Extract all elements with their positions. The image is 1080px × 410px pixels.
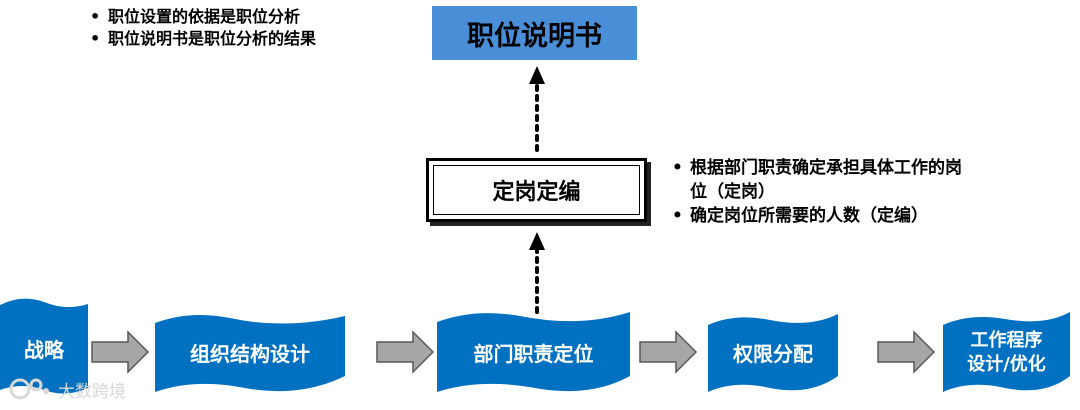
- flow-step-label: 组织结构设计: [190, 342, 310, 366]
- bullet-item: 确定岗位所需要的人数（定编）: [668, 204, 978, 228]
- flow-arrow-3: [639, 330, 698, 374]
- flow-step-line: 设计/优化: [967, 354, 1046, 375]
- side-bullet-list: 根据部门职责确定承担具体工作的岗位（定岗） 确定岗位所需要的人数（定编）: [668, 156, 978, 228]
- flow-arrow-4: [877, 330, 936, 374]
- flow-step-label: 部门职责定位: [473, 342, 594, 366]
- flow-step-label-multiline: 工作程序 设计/优化: [943, 322, 1070, 384]
- watermark: 大数跨境: [8, 376, 126, 402]
- flow-flag-workflow: [943, 312, 1070, 392]
- position-staffing-label: 定岗定编: [433, 165, 640, 215]
- position-staffing-box: 定岗定编: [426, 158, 647, 222]
- watermark-logo-icon: [9, 378, 49, 400]
- dotted-arrow-lower: [529, 232, 545, 314]
- flow-arrow-1: [91, 330, 150, 374]
- bullet-item: 职位设置的依据是职位分析: [86, 6, 316, 28]
- watermark-text: 大数跨境: [58, 381, 126, 402]
- flow-flag-dept-duty: [437, 312, 630, 392]
- flow-flag-org-design: [155, 314, 345, 392]
- flow-arrow-2: [376, 330, 435, 374]
- dotted-arrow-upper: [529, 66, 545, 152]
- job-description-box: 职位说明书: [432, 6, 637, 60]
- flow-flag-authority: [708, 314, 838, 392]
- bullet-item: 根据部门职责确定承担具体工作的岗位（定岗）: [668, 156, 978, 204]
- top-bullet-list: 职位设置的依据是职位分析 职位说明书是职位分析的结果: [86, 6, 316, 50]
- flow-flag-strategy: [0, 298, 88, 394]
- bullet-item: 职位说明书是职位分析的结果: [86, 28, 316, 50]
- flow-step-label: 权限分配: [733, 342, 813, 366]
- flow-step-label: 战略: [24, 338, 64, 362]
- flow-step-line: 工作程序: [970, 330, 1043, 351]
